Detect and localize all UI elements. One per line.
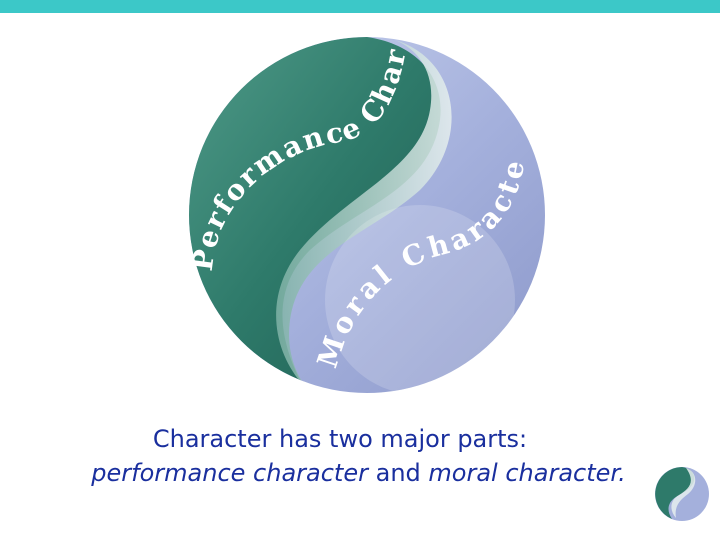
top-accent-bar xyxy=(0,0,720,13)
caption-and-text: and xyxy=(367,459,429,487)
caption: Character has two major parts: performan… xyxy=(0,422,720,490)
caption-line-1: Character has two major parts: xyxy=(152,425,528,453)
caption-moral-text: moral character. xyxy=(428,459,626,487)
swirl-highlight xyxy=(276,40,452,392)
corner-yin-yang-icon xyxy=(655,467,709,521)
caption-performance-text: performance character xyxy=(91,459,368,487)
caption-line-2: performance character and moral characte… xyxy=(0,456,720,490)
performance-half-disc xyxy=(189,37,441,380)
moral-highlight xyxy=(325,205,515,393)
